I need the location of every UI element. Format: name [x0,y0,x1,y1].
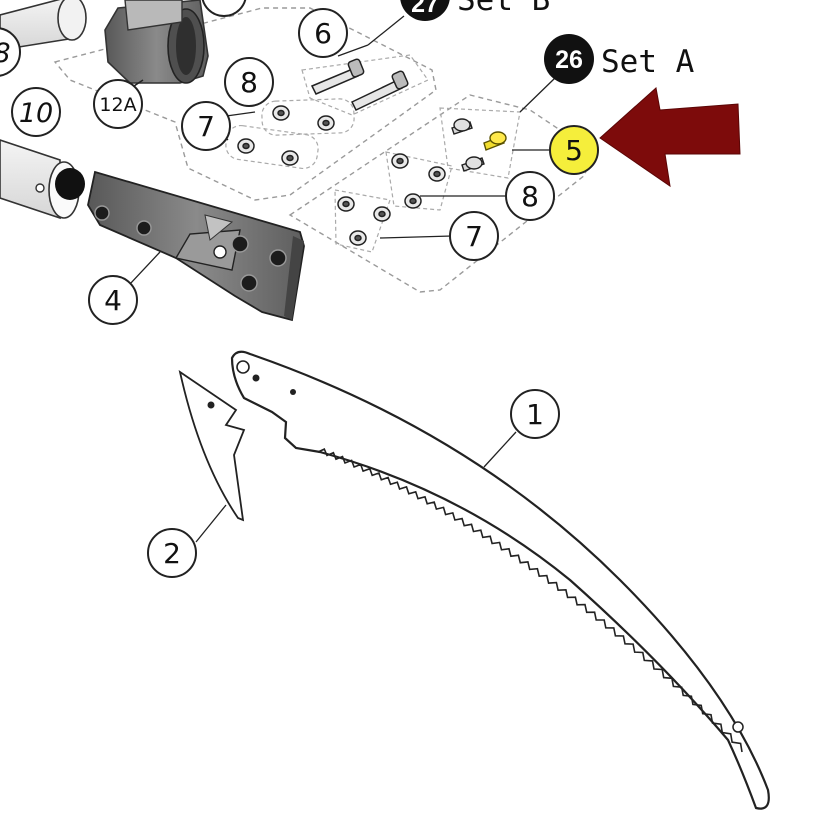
callout-8-set-a: 8 [505,171,555,221]
grip-12a [104,0,209,93]
set-b-group-outline [53,7,437,201]
screws-set-a [451,118,485,172]
callout-6-label: 6 [314,17,332,50]
set-b-trays [225,54,429,170]
holder-bolt-holes [94,205,287,292]
callout-4: 4 [88,275,138,325]
callout-5-highlighted: 5 [549,125,599,175]
callout-top-partial [201,0,247,17]
callout-8-set-a-label: 8 [521,180,539,213]
set-b-number: 27 [411,0,439,18]
callout-2: 2 [147,528,197,578]
callout-2-label: 2 [163,537,181,570]
washers-set-a [337,153,446,246]
callout-6: 6 [298,8,348,58]
set-a-badge: 26 Set A [544,34,695,84]
callout-8-set-b: 8 [224,57,274,107]
upper-tube [0,0,87,51]
saw-teeth [317,448,743,753]
callout-7-set-a-label: 7 [465,220,483,253]
callout-7-set-b: 7 [181,101,231,151]
set-a-number: 26 [555,46,583,74]
callout-12a-label: 12A [99,94,136,116]
callout-5-label: 5 [565,134,583,167]
red-arrow-icon [599,87,741,188]
callout-10: 10 [11,87,61,137]
callout-8-set-b-label: 8 [240,66,258,99]
callout-7-set-b-label: 7 [197,110,215,143]
leader-lines [114,77,556,301]
callout-12a: 12A [93,79,143,129]
set-b-badge: 27 Set B [400,0,550,21]
screw-part-5 [483,131,507,151]
washers-set-b [237,105,335,166]
callout-1-label: 1 [526,398,544,431]
pole-tube [0,139,85,220]
callout-8-partial-label: 8 [0,38,11,69]
set-b-label: Set B [457,0,550,18]
callout-1: 1 [510,389,560,439]
callout-4-label: 4 [104,284,122,317]
blade-holder-4 [87,170,305,322]
callout-10-label: 10 [19,98,53,129]
bolts-6 [310,15,409,111]
callout-8-partial: 8 [0,27,21,77]
guard-piece-2 [178,369,246,543]
saw-blade-1 [230,350,770,810]
set-a-trays [334,107,521,253]
set-a-label: Set A [601,44,695,80]
callout-7-set-a: 7 [449,211,499,261]
